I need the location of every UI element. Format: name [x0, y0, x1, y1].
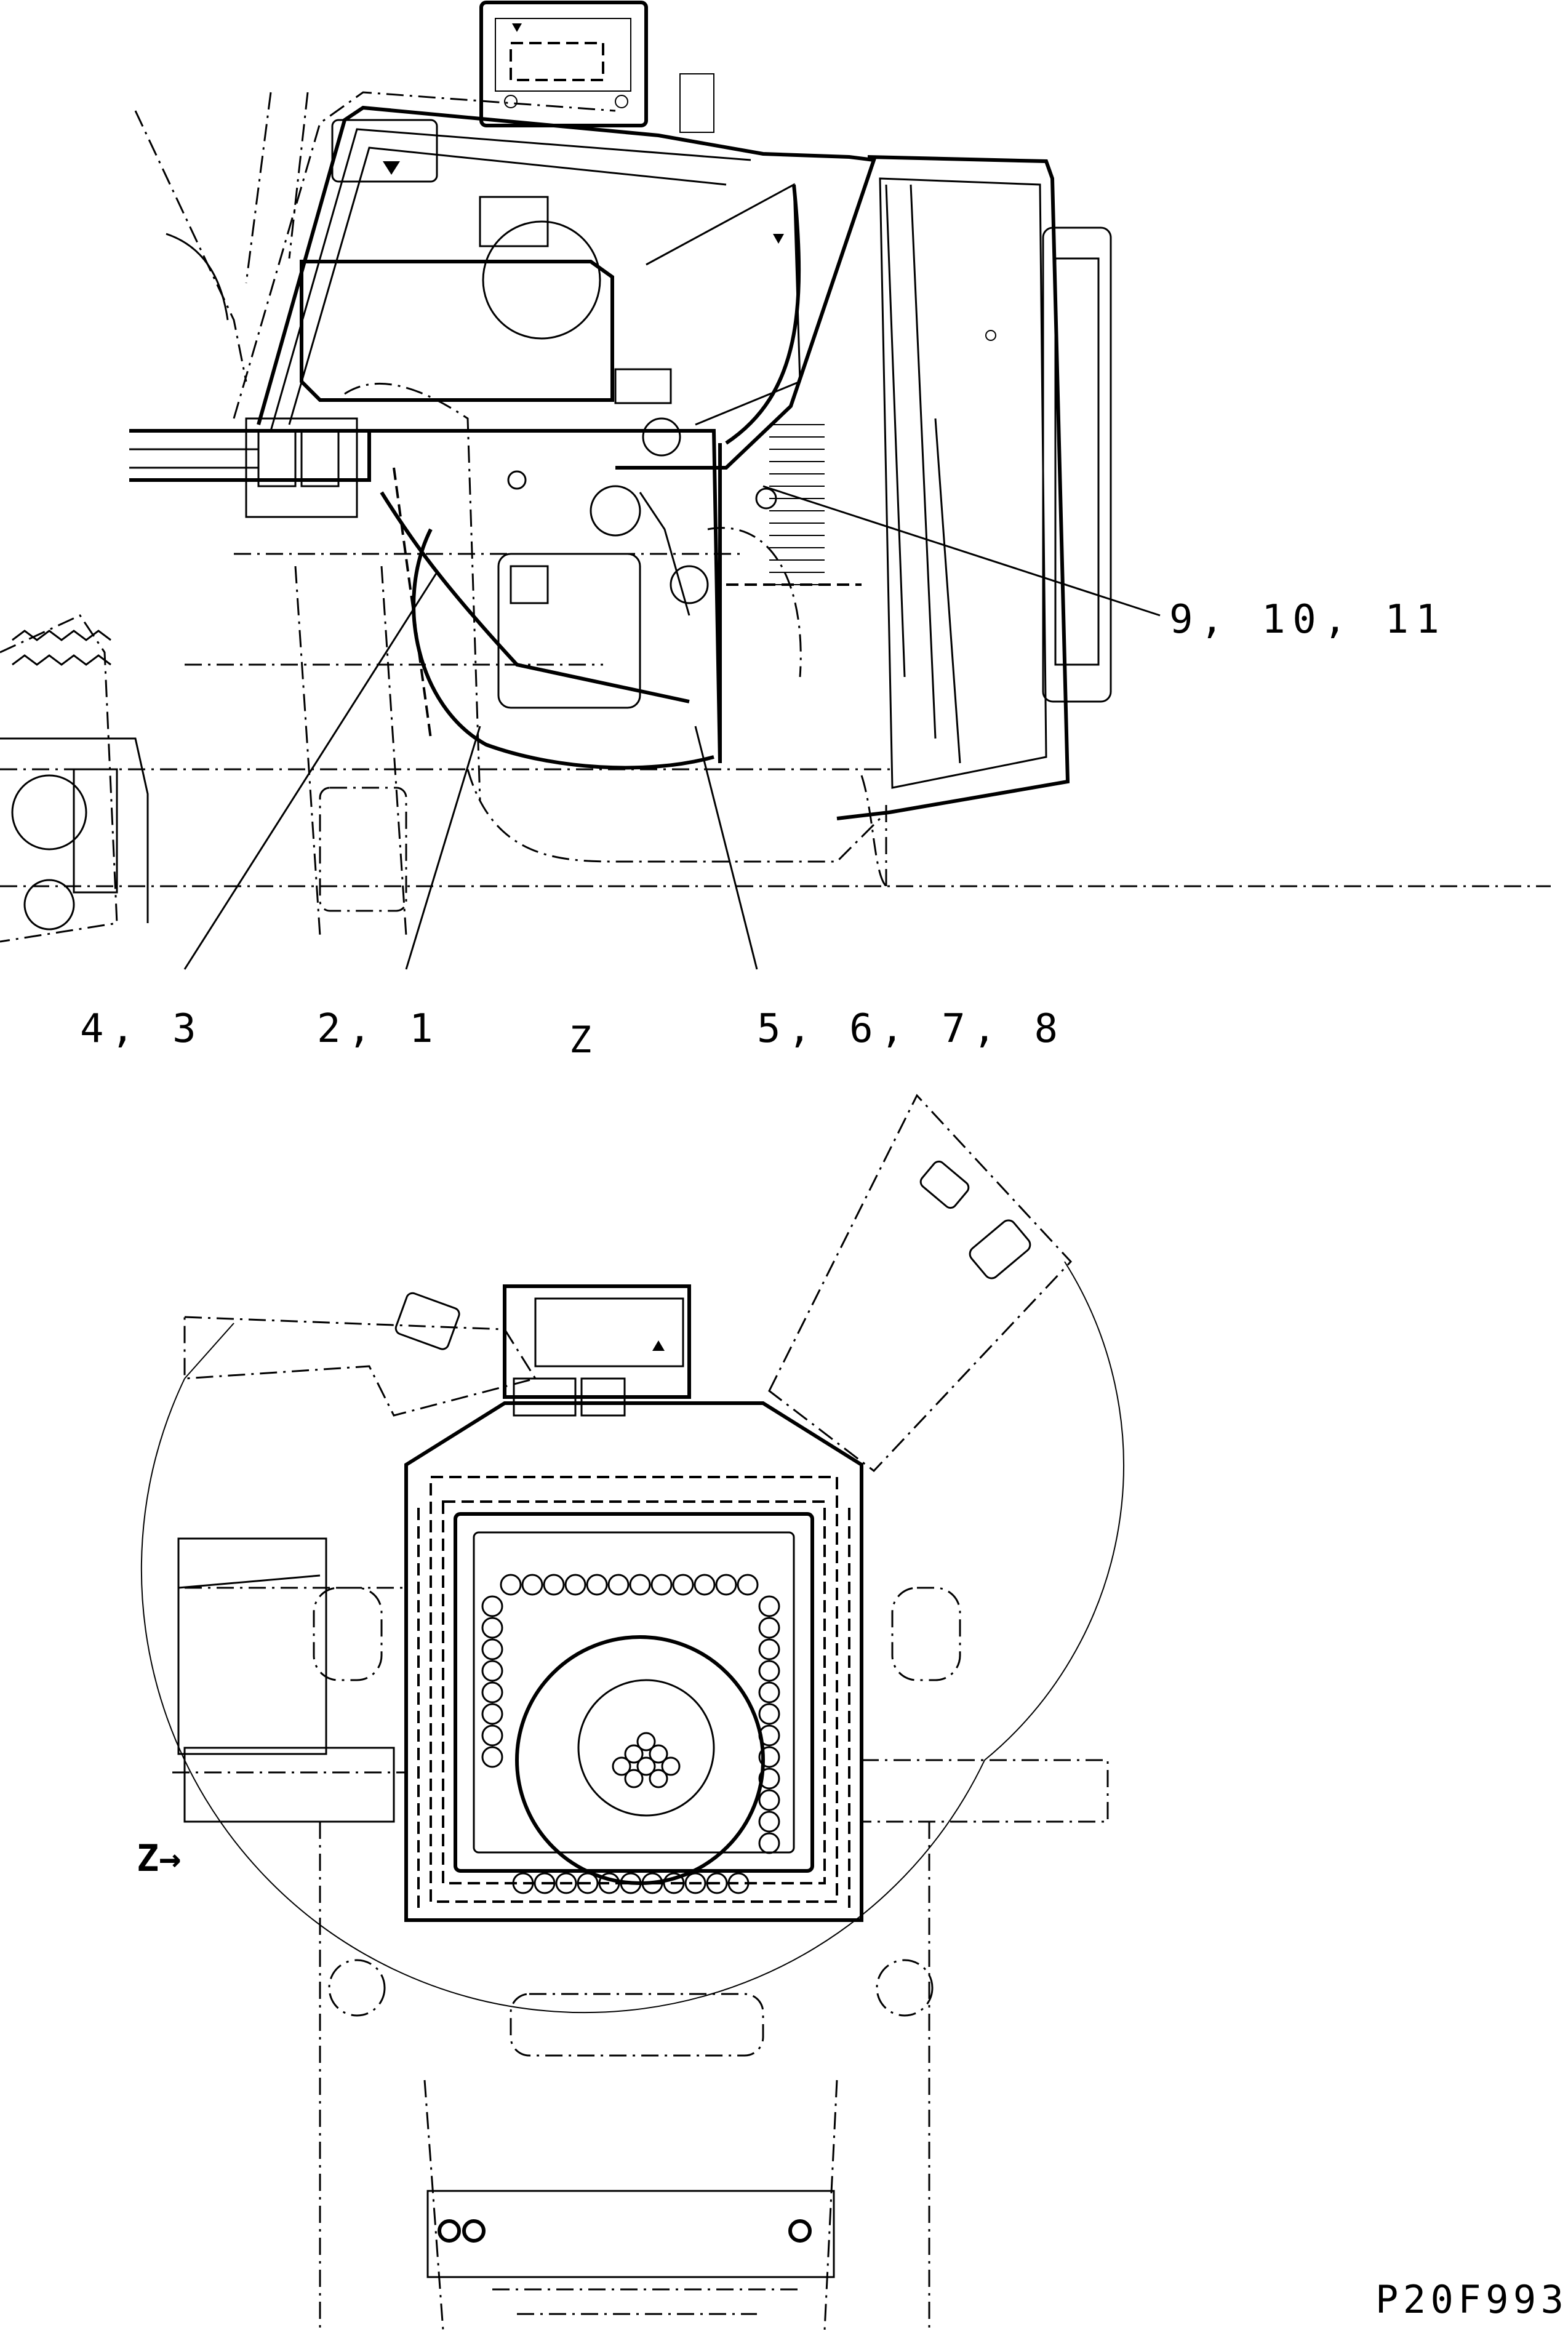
drawing-code: P20F993 — [1375, 2277, 1568, 2322]
view-label-z: Z — [569, 1019, 598, 1062]
callout-leaders — [183, 485, 1161, 970]
core-tube-cluster — [612, 1732, 681, 1788]
view-arrow-z: Z→ — [137, 1837, 182, 1880]
callout-parts-2-1: 2, 1 — [317, 1006, 441, 1052]
radiator-grille — [769, 424, 825, 585]
tube-row — [481, 1574, 780, 1894]
callout-parts-9-10-11: 9, 10, 11 — [1169, 597, 1447, 643]
wire-harness — [380, 184, 801, 770]
callout-parts-5-6-7-8: 5, 6, 7, 8 — [757, 1006, 1065, 1052]
gear-teeth — [12, 630, 111, 666]
lower-top-view — [140, 1094, 1124, 2330]
callout-parts-4-3: 4, 3 — [80, 1006, 204, 1052]
upper-side-view — [0, 1, 1551, 943]
